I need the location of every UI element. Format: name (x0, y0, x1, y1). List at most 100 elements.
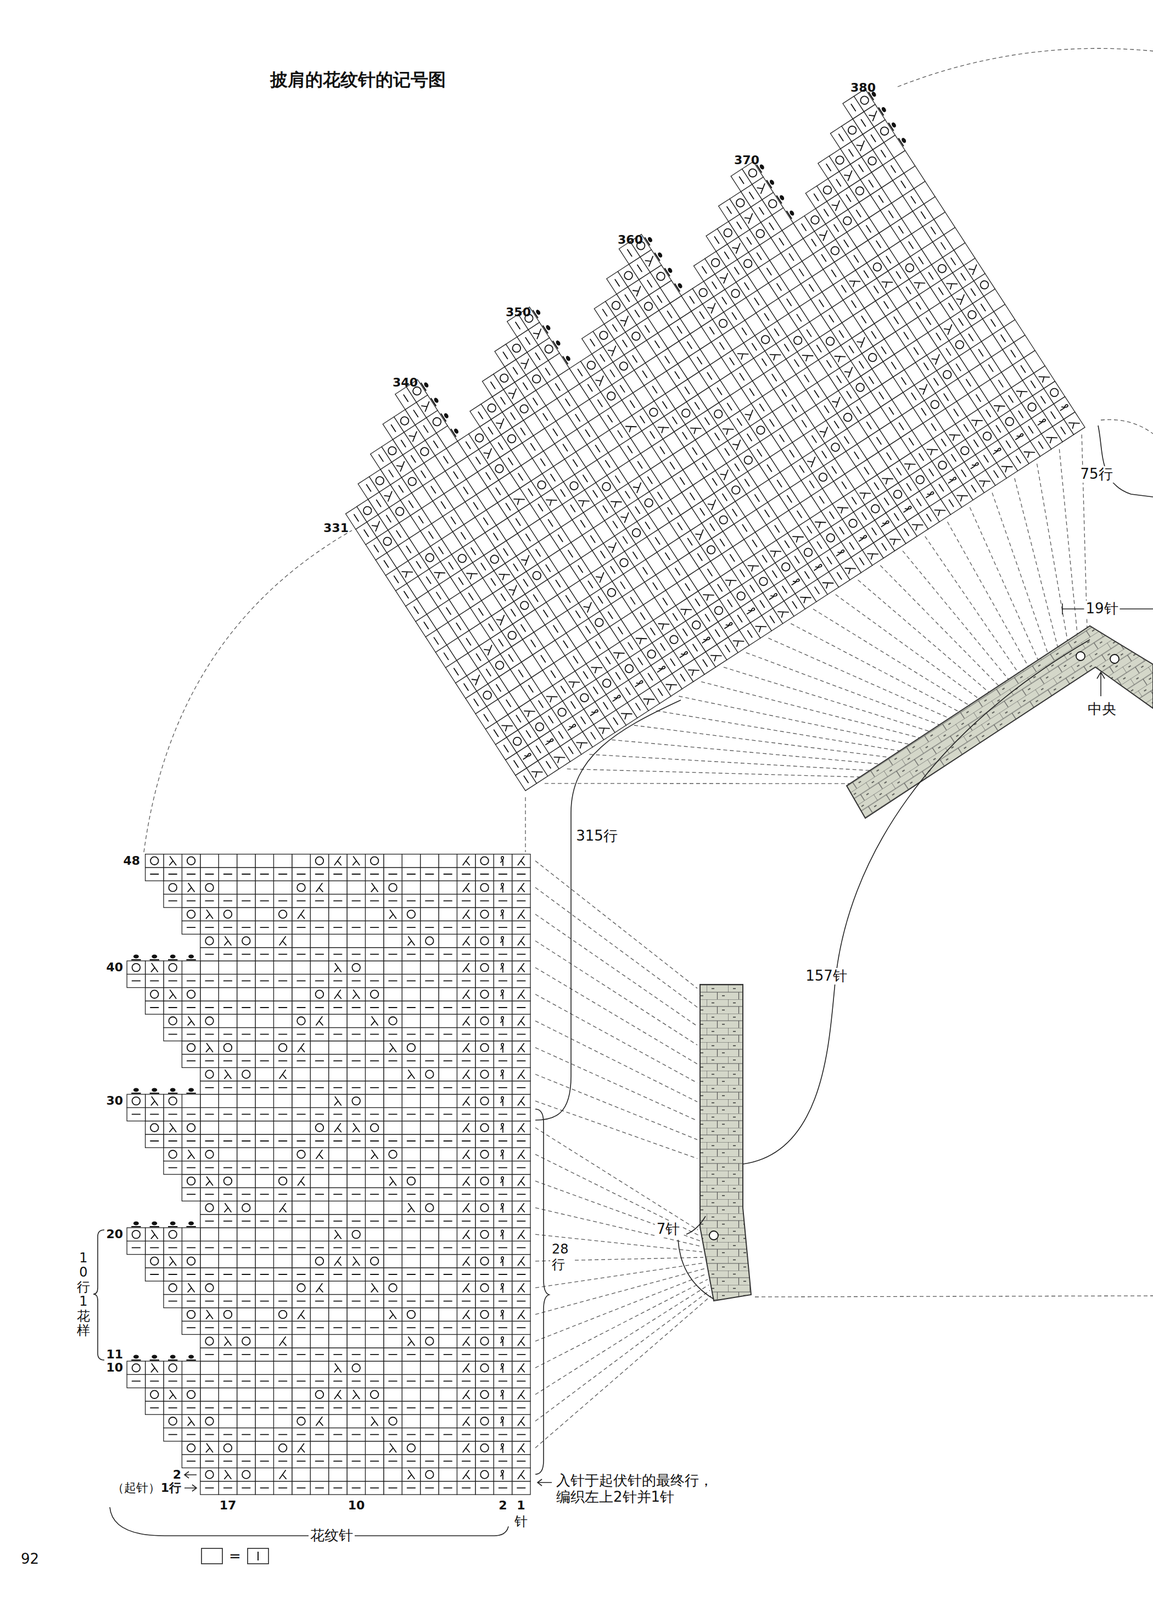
chart-cell (456, 1441, 475, 1455)
purl-symbol (224, 1460, 233, 1462)
chart-cell (493, 1000, 512, 1015)
chart-cell (145, 1121, 164, 1135)
purl-symbol (260, 1487, 269, 1489)
bind-off-dot (133, 1221, 139, 1226)
chart-cell (273, 1040, 292, 1055)
purl-symbol (333, 1193, 343, 1195)
chart-cell (310, 1401, 329, 1415)
dashed-guide (535, 967, 698, 1065)
chart-cell (346, 1254, 366, 1268)
chart-cell (438, 1174, 457, 1188)
chart-cell (310, 1374, 329, 1388)
chart-cell (328, 1214, 347, 1228)
chart-cell (512, 1467, 531, 1481)
purl-symbol (426, 577, 432, 584)
chart-cell (292, 907, 311, 921)
chart-cell (438, 947, 457, 961)
chart-cell (512, 1401, 531, 1415)
chart-cell (475, 1014, 494, 1028)
yarn-over-symbol (150, 856, 159, 865)
chart-cell (346, 933, 366, 948)
purl-symbol (499, 1273, 508, 1275)
purl-symbol (540, 655, 546, 663)
chart-cell (420, 974, 439, 988)
chart-cell (255, 1481, 274, 1495)
chart-cell (438, 1054, 457, 1068)
chart-cell (401, 1481, 421, 1495)
chart-cell (181, 1240, 200, 1255)
yarn-over-symbol (480, 963, 489, 972)
twist-symbol (500, 1149, 504, 1159)
chart-cell (237, 947, 256, 961)
chart-cell (292, 1067, 311, 1081)
purl-symbol (523, 775, 529, 783)
chart-cell (292, 894, 311, 908)
twist-symbol (500, 1123, 504, 1133)
purl-symbol (333, 926, 343, 928)
twist-symbol (500, 856, 504, 866)
chart-cell (346, 1307, 366, 1322)
bind-off-dot (168, 1092, 178, 1094)
chart-cell (181, 1174, 200, 1188)
chart-cell (346, 854, 366, 868)
purl-symbol (297, 1300, 306, 1302)
chart-cell (328, 1187, 347, 1201)
twist-symbol (500, 1283, 504, 1292)
purl-symbol (351, 1327, 361, 1329)
dashed-guide (611, 739, 884, 765)
decrease-symbol (462, 1390, 470, 1399)
chart-cell (163, 1267, 182, 1281)
purl-symbol (425, 1300, 434, 1302)
twist-symbol (500, 1363, 504, 1373)
purl-symbol (150, 1246, 159, 1248)
purl-symbol (351, 1273, 361, 1275)
chart-cell (456, 1027, 475, 1041)
purl-symbol (370, 1246, 379, 1248)
chart-cell (163, 1027, 182, 1041)
chart-cell (328, 1014, 347, 1028)
purl-symbol (499, 1140, 508, 1142)
chart-cell (383, 880, 402, 894)
purl-symbol (278, 1434, 288, 1436)
decrease-symbol (517, 936, 525, 946)
purl-symbol (224, 1193, 233, 1195)
purl-symbol (443, 1060, 452, 1062)
chart-cell (310, 1054, 329, 1068)
purl-symbol (351, 1114, 361, 1116)
chart-cell (475, 1387, 494, 1402)
chart-cell (512, 987, 531, 1001)
chart-cell (218, 1014, 237, 1028)
chart-cell (420, 1014, 439, 1028)
chart-cell (420, 1067, 439, 1081)
chart-cell (218, 920, 237, 934)
purl-symbol (351, 1060, 361, 1062)
chart-cell (163, 1374, 182, 1388)
purl-symbol (278, 1327, 288, 1329)
chart-cell (383, 907, 402, 921)
dashed-guide (535, 1181, 701, 1241)
chart-cell (218, 1134, 237, 1148)
chart-cell (383, 1027, 402, 1041)
purl-symbol (260, 1460, 269, 1462)
bind-off-dot (151, 1355, 158, 1359)
decrease-symbol (224, 936, 232, 946)
chart-cell (365, 933, 384, 948)
chart-cell (475, 894, 494, 908)
purl-symbol (278, 1087, 288, 1089)
purl-symbol (483, 714, 489, 721)
chart-cell (237, 1254, 256, 1268)
purl-symbol (205, 1060, 214, 1062)
yarn-over-symbol (370, 1123, 379, 1132)
lace-chart (305, 85, 1091, 791)
chart-cell (346, 1481, 366, 1495)
purl-symbol (370, 1060, 379, 1062)
yarn-over-symbol (187, 856, 196, 865)
chart-cell (401, 1227, 421, 1241)
chart-cell (181, 907, 200, 921)
decrease-symbol (224, 1470, 232, 1480)
purl-symbol (443, 1246, 452, 1248)
chart-cell (420, 1240, 439, 1255)
chart-cell (200, 1414, 219, 1428)
purl-symbol (333, 1033, 343, 1035)
purl-symbol (333, 900, 343, 902)
